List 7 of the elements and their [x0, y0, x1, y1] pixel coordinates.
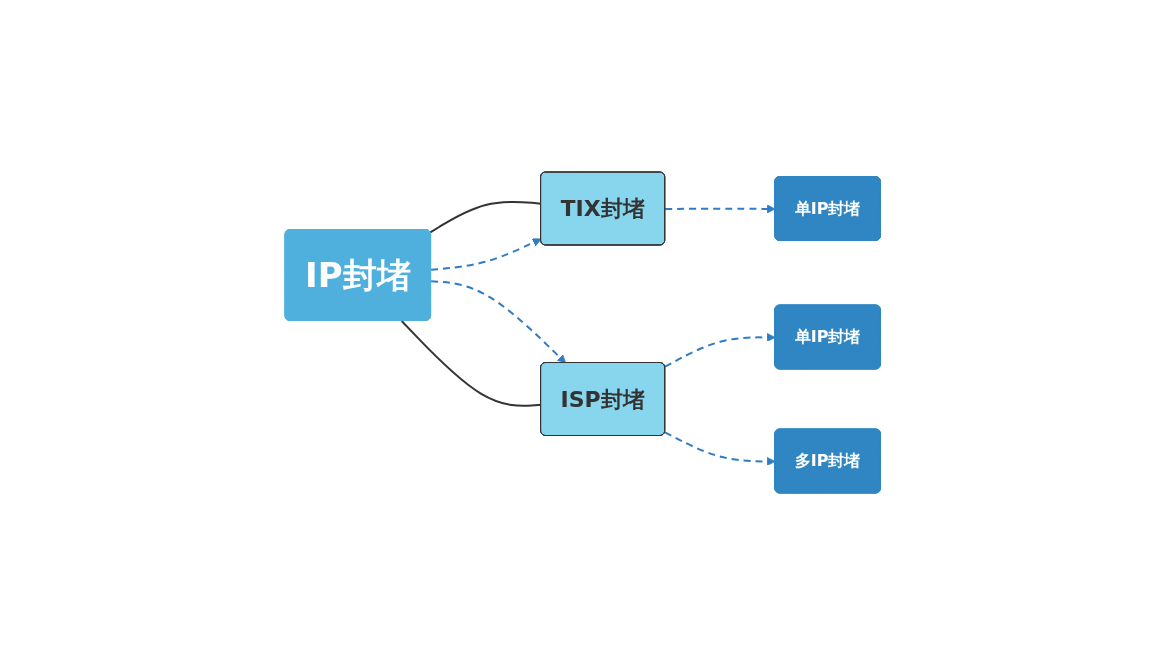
connector	[400, 320, 542, 407]
arrow	[664, 204, 776, 214]
arrow	[429, 280, 566, 364]
connector	[429, 200, 542, 234]
arrow	[429, 238, 542, 271]
arrow	[663, 333, 776, 368]
arrow	[663, 431, 776, 466]
